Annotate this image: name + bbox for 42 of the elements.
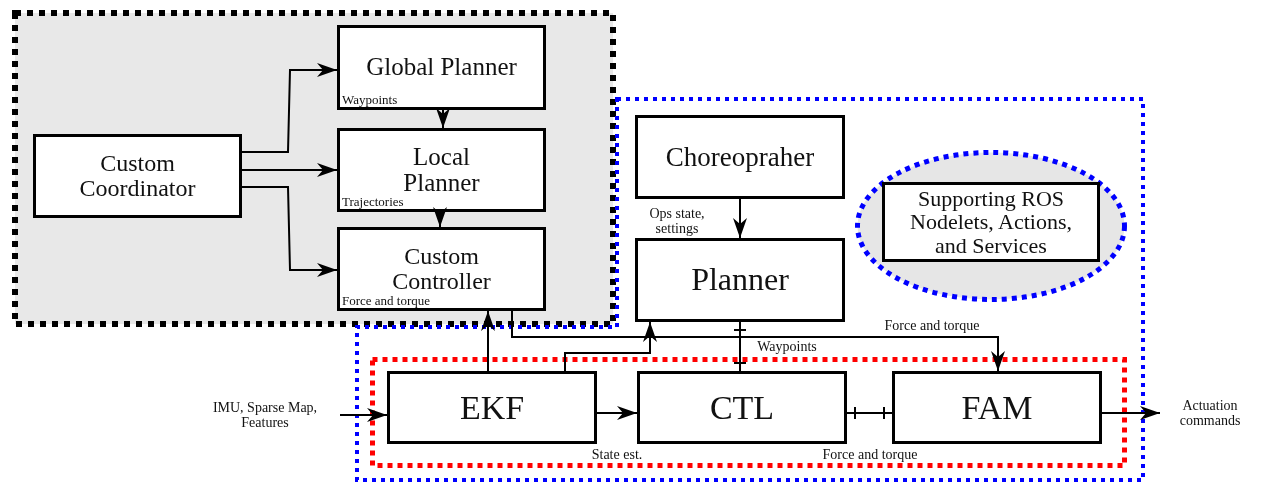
process-box — [637, 371, 847, 444]
box-label: Supporting ROS Nodelets, Actions, and Services — [909, 187, 1073, 257]
arrow — [596, 406, 638, 420]
process-box — [337, 128, 546, 212]
box-label: FAM — [961, 389, 1033, 426]
arrow — [511, 310, 1005, 372]
box-label: EKF — [459, 389, 525, 426]
arrow — [481, 310, 495, 372]
connector-line — [733, 321, 747, 372]
process-box — [635, 115, 845, 199]
signal-label: Trajectories — [342, 195, 404, 208]
process-box — [33, 134, 242, 218]
arrow — [339, 408, 388, 422]
arrow — [733, 198, 747, 239]
arrow — [241, 163, 338, 177]
signal-label: Waypoints — [342, 93, 398, 106]
box-label: Planner — [691, 263, 789, 297]
arrow — [241, 63, 338, 153]
box-label: Custom Controller — [391, 243, 492, 295]
process-box — [387, 371, 597, 444]
arrow — [436, 108, 450, 129]
signal-label: Force and torque — [342, 294, 431, 307]
process-box — [882, 182, 1100, 262]
process-box — [892, 371, 1102, 444]
box-label: CTL — [709, 389, 775, 426]
arrow — [433, 207, 447, 228]
edge-label: Force and torque — [820, 447, 920, 463]
box-label: Choreopraher — [665, 142, 815, 172]
process-box — [337, 227, 546, 311]
edge-label: Waypoints — [755, 339, 819, 355]
box-label: Local Planner — [402, 143, 481, 197]
arrow — [241, 186, 338, 277]
arrow — [564, 321, 657, 372]
arrow — [1101, 406, 1161, 420]
connector-line — [846, 406, 893, 420]
edge-label: Force and torque — [882, 318, 982, 334]
process-box — [337, 25, 546, 110]
signal-label: Actuation commands — [1160, 395, 1260, 431]
signal-label: IMU, Sparse Map, Features — [190, 397, 340, 433]
process-box — [635, 238, 845, 322]
box-label: Global Planner — [366, 54, 517, 81]
box-label: Custom Coordinator — [78, 150, 197, 202]
